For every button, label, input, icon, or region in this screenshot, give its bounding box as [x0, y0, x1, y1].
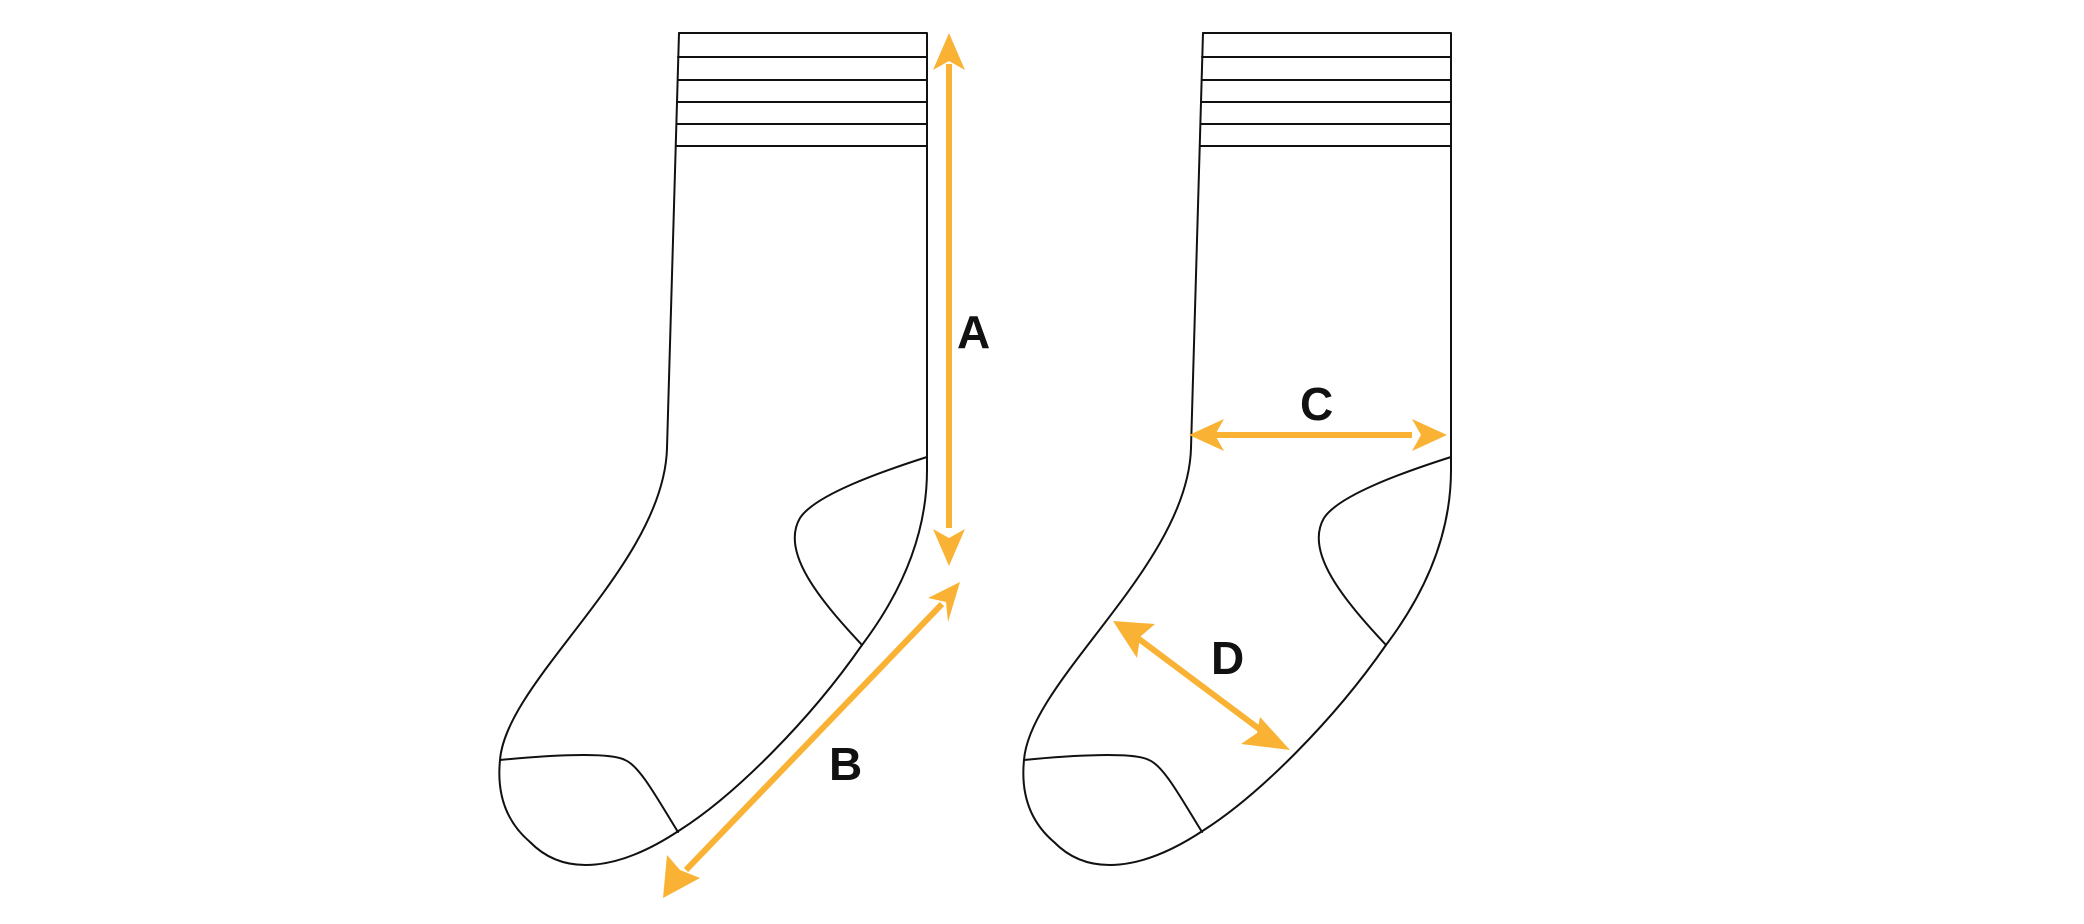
dimension-arrow-a [933, 33, 965, 566]
right-sock [1022, 32, 1452, 866]
label-a: A [957, 306, 990, 358]
dimension-arrow-d [1113, 621, 1290, 750]
dimension-arrow-b [663, 582, 960, 898]
left-sock [498, 32, 928, 866]
label-c: C [1300, 378, 1333, 430]
label-b: B [829, 738, 862, 790]
dimension-arrow-c [1189, 419, 1447, 451]
label-d: D [1211, 632, 1244, 684]
